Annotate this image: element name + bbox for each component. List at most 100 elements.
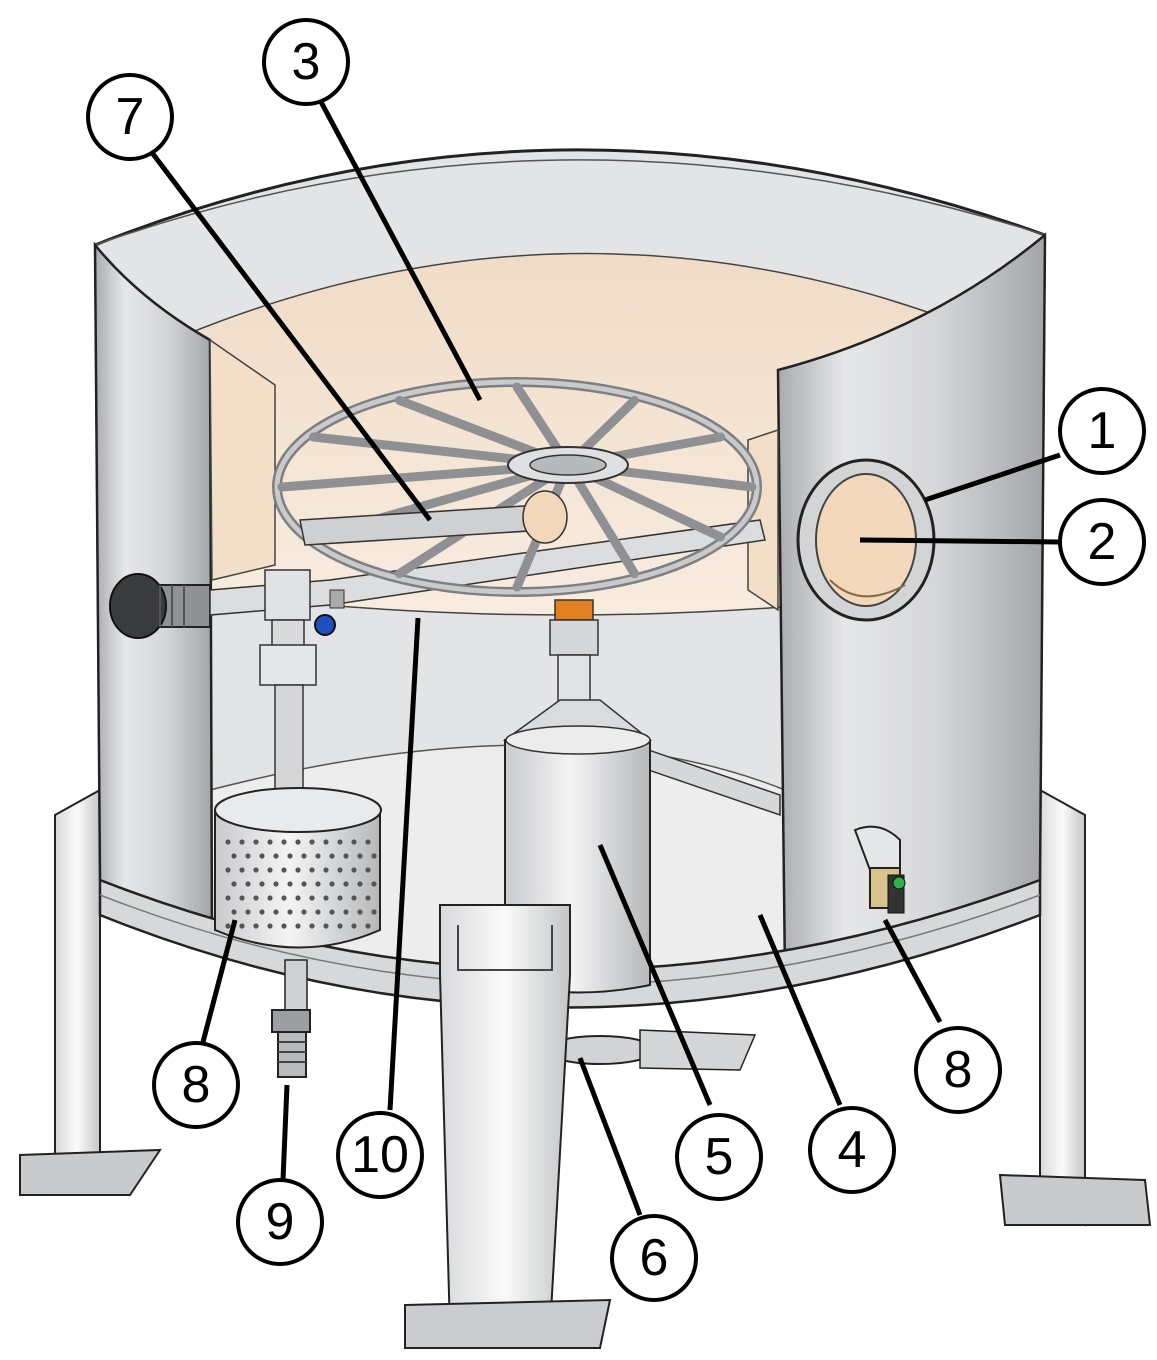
perforation-hole bbox=[343, 853, 349, 859]
perforation-hole bbox=[323, 839, 329, 845]
perforation-hole bbox=[343, 909, 349, 915]
callout-4: 4 bbox=[808, 1106, 896, 1194]
perforation-hole bbox=[287, 881, 293, 887]
perforation-hole bbox=[309, 839, 315, 845]
callout-8-left: 8 bbox=[152, 1041, 240, 1129]
perforation-hole bbox=[357, 853, 363, 859]
perforation-hole bbox=[351, 923, 357, 929]
perforation-hole bbox=[253, 923, 259, 929]
perforation-hole bbox=[323, 867, 329, 873]
perforated-strainer bbox=[214, 787, 382, 1021]
perforation-hole bbox=[295, 839, 301, 845]
perforation-hole bbox=[253, 839, 259, 845]
leader-7 bbox=[148, 148, 432, 522]
callout-label-8-right: 8 bbox=[944, 1041, 973, 1099]
perforation-hole bbox=[231, 881, 237, 887]
perforation-hole bbox=[309, 895, 315, 901]
leader-8b bbox=[882, 918, 943, 1024]
perforation-hole bbox=[267, 895, 273, 901]
bottom-drain-fitting bbox=[271, 1009, 311, 1078]
callout-1: 1 bbox=[1058, 387, 1146, 475]
perforation-hole bbox=[267, 923, 273, 929]
perforation-hole bbox=[225, 895, 231, 901]
leg-rear-left bbox=[19, 788, 162, 1196]
leader-1 bbox=[924, 452, 1061, 503]
perforation-hole bbox=[315, 881, 321, 887]
perforation-hole bbox=[351, 867, 357, 873]
perforation-hole bbox=[231, 853, 237, 859]
leader-2 bbox=[859, 537, 1061, 545]
perforation-hole bbox=[245, 909, 251, 915]
perforation-hole bbox=[371, 853, 377, 859]
perforation-hole bbox=[259, 853, 265, 859]
perforation-hole bbox=[301, 909, 307, 915]
perforation-hole bbox=[295, 923, 301, 929]
perforation-hole bbox=[357, 881, 363, 887]
callout-label-3: 3 bbox=[292, 33, 321, 91]
perforation-hole bbox=[329, 853, 335, 859]
perforation-hole bbox=[225, 839, 231, 845]
leader-3 bbox=[317, 98, 483, 402]
perforation-hole bbox=[309, 923, 315, 929]
perforation-hole bbox=[253, 895, 259, 901]
perforation-hole bbox=[239, 895, 245, 901]
perforation-hole bbox=[315, 853, 321, 859]
callout-label-10: 10 bbox=[351, 1126, 409, 1184]
leader-5 bbox=[597, 844, 713, 1106]
callout-3: 3 bbox=[262, 18, 350, 106]
leader-10 bbox=[387, 617, 421, 1111]
perforation-hole bbox=[365, 923, 371, 929]
perforation-hole bbox=[337, 895, 343, 901]
bottom-outlet bbox=[544, 1029, 757, 1071]
callout-6: 6 bbox=[610, 1214, 698, 1302]
perforation-hole bbox=[365, 867, 371, 873]
green-indicator-icon bbox=[892, 876, 906, 890]
perforation-hole bbox=[281, 839, 287, 845]
callout-label-2: 2 bbox=[1088, 513, 1117, 571]
perforation-hole bbox=[245, 853, 251, 859]
perforation-hole bbox=[253, 867, 259, 873]
callout-label-7: 7 bbox=[116, 88, 145, 146]
perforation-hole bbox=[343, 881, 349, 887]
callout-label-9: 9 bbox=[266, 1193, 295, 1251]
perforation-hole bbox=[351, 895, 357, 901]
callout-label-1: 1 bbox=[1088, 402, 1117, 460]
perforation-hole bbox=[337, 923, 343, 929]
perforation-hole bbox=[239, 867, 245, 873]
perforation-hole bbox=[287, 909, 293, 915]
callout-label-5: 5 bbox=[705, 1128, 734, 1186]
perforation-hole bbox=[365, 839, 371, 845]
perforation-hole bbox=[273, 881, 279, 887]
perforation-hole bbox=[371, 909, 377, 915]
perforation-hole bbox=[371, 881, 377, 887]
callout-9: 9 bbox=[236, 1178, 324, 1266]
leader-4 bbox=[757, 914, 843, 1106]
perforation-hole bbox=[259, 909, 265, 915]
perforation-hole bbox=[295, 895, 301, 901]
spray-frame bbox=[272, 377, 762, 597]
perforation-hole bbox=[231, 909, 237, 915]
callout-label-4: 4 bbox=[838, 1121, 867, 1179]
leg-front bbox=[404, 904, 612, 1349]
perforation-hole bbox=[329, 881, 335, 887]
perforation-hole bbox=[315, 909, 321, 915]
perforation-hole bbox=[337, 867, 343, 873]
perforation-hole bbox=[273, 853, 279, 859]
perforation-hole bbox=[309, 867, 315, 873]
perforation-hole bbox=[245, 881, 251, 887]
callout-2: 2 bbox=[1058, 498, 1146, 586]
perforation-hole bbox=[301, 881, 307, 887]
blue-valve-icon bbox=[314, 614, 336, 636]
perforation-hole bbox=[259, 881, 265, 887]
leader-8a bbox=[200, 919, 238, 1043]
perforation-hole bbox=[295, 867, 301, 873]
outlet-valve bbox=[853, 825, 906, 914]
perforation-hole bbox=[301, 853, 307, 859]
leader-lines bbox=[148, 98, 1061, 1216]
perforation-hole bbox=[287, 853, 293, 859]
perforation-hole bbox=[273, 909, 279, 915]
perforation-hole bbox=[365, 895, 371, 901]
perforation-hole bbox=[239, 839, 245, 845]
perforation-hole bbox=[225, 867, 231, 873]
